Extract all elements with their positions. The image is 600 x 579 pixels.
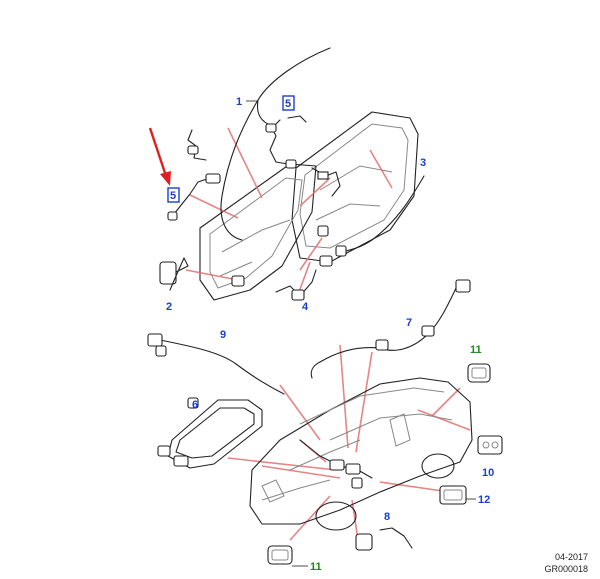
callout-4: 4 bbox=[302, 301, 309, 313]
callout-5-upper: 5 bbox=[285, 98, 291, 110]
part-9-cable bbox=[147, 333, 285, 395]
part-3-cable bbox=[335, 175, 425, 257]
callout-8: 8 bbox=[384, 511, 390, 523]
part-2-switch bbox=[159, 257, 245, 291]
front-door-panel bbox=[199, 163, 317, 301]
highlight-arrow bbox=[148, 127, 171, 186]
callout-11-lower: 11 bbox=[310, 561, 322, 573]
rear-door-panel bbox=[291, 111, 419, 263]
callout-1: 1 bbox=[236, 96, 242, 108]
callout-5-box-left bbox=[167, 187, 180, 203]
part-8-cable bbox=[355, 527, 413, 551]
central-harness bbox=[299, 439, 373, 489]
callout-5-box-upper bbox=[282, 95, 295, 111]
callout-2: 2 bbox=[166, 301, 172, 313]
footer-code: GR000018 bbox=[544, 564, 588, 574]
part-10-switch-pack bbox=[477, 435, 503, 455]
callout-3: 3 bbox=[420, 157, 426, 169]
callout-5-left: 5 bbox=[170, 190, 176, 202]
part-11-module-lower bbox=[267, 545, 293, 565]
vehicle-body bbox=[249, 377, 473, 531]
part-4-harness bbox=[275, 225, 333, 301]
part-12-module bbox=[439, 485, 467, 505]
footer-date: 04-2017 bbox=[554, 552, 588, 562]
callout-9: 9 bbox=[220, 329, 226, 341]
callout-12: 12 bbox=[478, 494, 490, 506]
part-7-harness bbox=[310, 279, 471, 379]
part-5-rear-harness bbox=[265, 115, 341, 197]
callout-7: 7 bbox=[406, 317, 412, 329]
callout-11-upper: 11 bbox=[470, 344, 482, 356]
callout-6: 6 bbox=[192, 399, 198, 411]
part-5-front-harness bbox=[167, 129, 221, 221]
part-11-module-upper bbox=[467, 363, 491, 383]
callout-10: 10 bbox=[482, 467, 494, 479]
part-6-harness-loop bbox=[157, 397, 263, 469]
part-1-harness bbox=[220, 47, 331, 241]
